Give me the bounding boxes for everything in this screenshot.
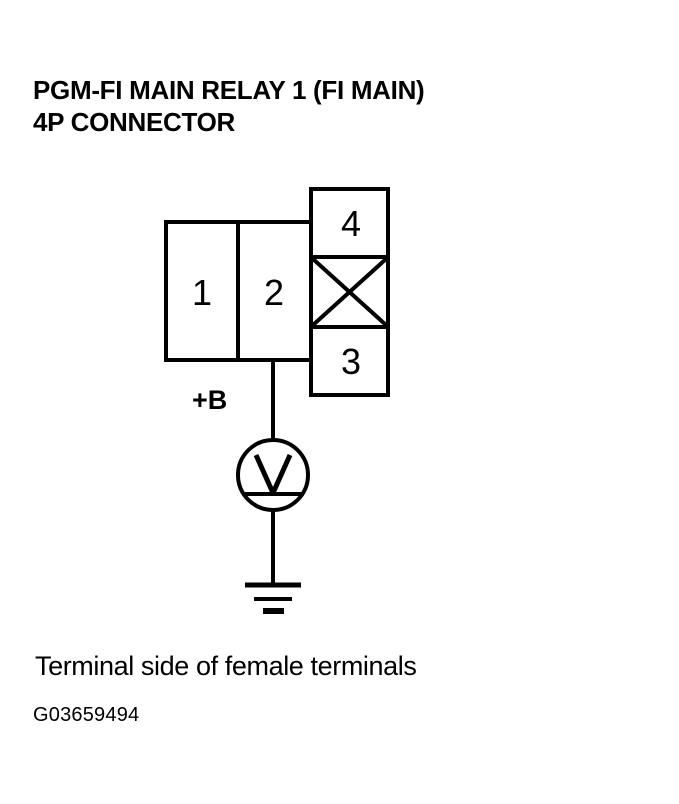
title-line-2: 4P CONNECTOR bbox=[33, 107, 236, 137]
page-title: PGM-FI MAIN RELAY 1 (FI MAIN) 4P CONNECT… bbox=[33, 74, 653, 138]
pin-label-1: 1 bbox=[192, 272, 212, 313]
pin-cell-3 bbox=[309, 325, 390, 397]
pin-label-3: 3 bbox=[341, 341, 361, 382]
title-line-1: PGM-FI MAIN RELAY 1 (FI MAIN) bbox=[33, 75, 425, 105]
pin-cell-4 bbox=[309, 187, 390, 259]
pin-label-4: 4 bbox=[341, 203, 361, 244]
voltmeter-circle bbox=[236, 438, 310, 512]
voltmeter-v-stroke-right bbox=[270, 453, 293, 495]
pin-cell-1 bbox=[164, 220, 240, 362]
measurement-circuit: +B bbox=[192, 360, 310, 614]
terminal-label-plus-b: +B bbox=[192, 385, 227, 415]
blank-cell-cross-line-b bbox=[311, 257, 388, 327]
voltmeter-symbol bbox=[236, 438, 310, 512]
voltmeter-v-stroke-left bbox=[253, 453, 276, 495]
figure-caption: Terminal side of female terminals bbox=[35, 651, 417, 681]
connector-left-block: 1 2 bbox=[164, 220, 313, 362]
connector-body: 1 2 4 3 bbox=[164, 187, 390, 397]
connector-right-block: 4 3 bbox=[309, 187, 390, 397]
pin-label-2: 2 bbox=[264, 272, 284, 313]
ground-symbol bbox=[245, 582, 301, 614]
figure-id-code: G03659494 bbox=[33, 704, 140, 726]
